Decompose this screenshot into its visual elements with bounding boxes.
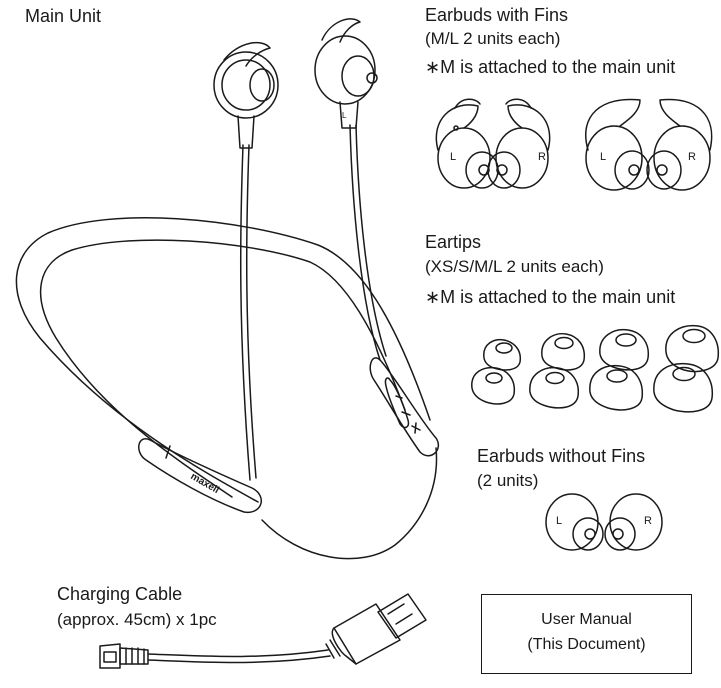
- neckband-headset-illustration: L maxell: [15, 18, 440, 560]
- eartips-note: ∗M is attached to the main unit: [425, 287, 676, 307]
- fin-l-right-mark: R: [688, 151, 696, 163]
- charging-cable-illustration: [99, 593, 427, 669]
- micro-usb-plug: [99, 643, 121, 669]
- finless-left-mark: L: [556, 515, 562, 527]
- eartips-set: [471, 324, 720, 413]
- fin-l-left-mark: L: [600, 151, 606, 163]
- earbuds-with-fins-note: ∗M is attached to the main unit: [425, 57, 676, 77]
- usb-a-plug: [377, 593, 427, 639]
- eartip-s-bottom: [529, 366, 580, 409]
- earbuds-without-fins-quantity: (2 units): [477, 471, 539, 490]
- fin-m-right-mark: R: [538, 151, 546, 163]
- right-control-pod: [369, 357, 440, 457]
- eartip-m-top: [599, 328, 650, 371]
- left-earbud-illustration: [213, 41, 279, 149]
- right-earbud-illustration: L: [314, 18, 378, 129]
- eartip-s-top: [541, 332, 586, 371]
- cable-wire: [147, 649, 329, 658]
- finless-earbuds: L R: [545, 493, 663, 551]
- eartip-xs-bottom: [471, 366, 516, 405]
- fin-m-left-mark: L: [450, 151, 456, 163]
- right-earbud-l-mark: L: [342, 111, 347, 120]
- earbuds-with-fins-quantity: (M/L 2 units each): [425, 29, 561, 48]
- main-unit-label: Main Unit: [25, 6, 102, 26]
- left-battery-pod: [138, 438, 262, 513]
- neckband-brand-label: maxell: [189, 471, 222, 496]
- neckband-inner-edge: [39, 239, 406, 498]
- eartips-quantity: (XS/S/M/L 2 units each): [425, 257, 604, 276]
- finned-earbuds-medium: L R: [435, 98, 551, 189]
- earbuds-with-fins-title: Earbuds with Fins: [425, 5, 569, 25]
- eartip-l-top: [665, 324, 720, 373]
- eartip-xs-top: [483, 338, 522, 371]
- earbuds-without-fins-title: Earbuds without Fins: [477, 446, 646, 466]
- user-manual-title: User Manual: [541, 611, 632, 628]
- charging-cable-quantity: (approx. 45cm) x 1pc: [57, 610, 217, 629]
- charging-cable-title: Charging Cable: [57, 584, 183, 604]
- eartips-title: Eartips: [425, 232, 482, 252]
- control-buttons: [384, 377, 410, 429]
- finless-right-mark: R: [644, 515, 652, 527]
- eartip-l-bottom: [653, 362, 714, 413]
- usb-a-housing: [333, 603, 401, 665]
- right-earbud-cable: [349, 124, 381, 361]
- user-manual-subtitle: (This Document): [527, 636, 646, 653]
- eartip-m-bottom: [589, 364, 644, 411]
- neckband-outer-edge: [15, 217, 431, 503]
- left-earbud-cable: [239, 144, 251, 481]
- finned-earbuds-large: L R: [585, 98, 713, 191]
- plus-mark: [411, 422, 421, 434]
- user-manual-box: User Manual (This Document): [481, 594, 692, 674]
